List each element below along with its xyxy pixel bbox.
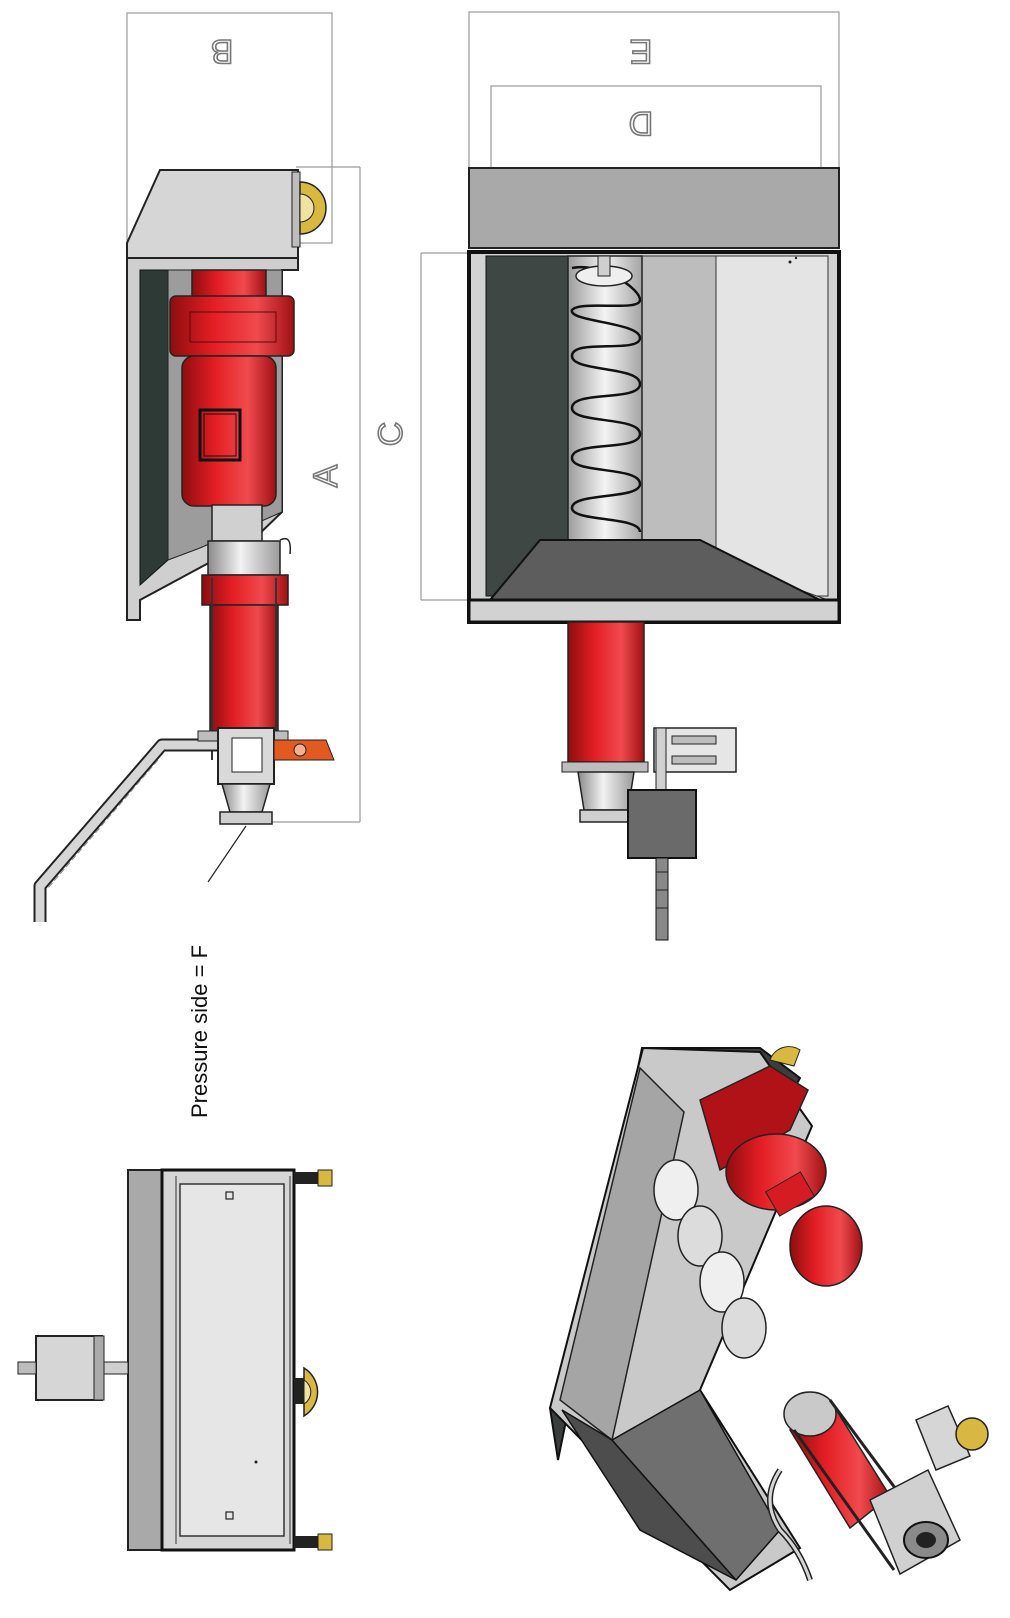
dimension-c-label: C [372,422,410,447]
iso-motor [699,1046,863,1287]
pump-stator-side [201,574,289,760]
top-view: E D C [371,11,841,941]
end-plate [126,169,327,259]
dimension-d-label: D [629,104,654,142]
mounting-feet [294,1169,333,1551]
pressure-side-annotation: Pressure side = F [187,945,212,1118]
shaft-coupling [207,504,292,576]
dimension-a-label: A [307,464,345,487]
dimension-b-label: B [211,32,234,70]
sensor-assembly [627,727,737,941]
dimension-d: D [490,85,822,249]
side-view: B A [33,12,361,1118]
bypass-pipe [33,738,222,922]
dimension-a: A [250,166,361,823]
iso-auger [653,1159,767,1359]
auger-screw [567,255,643,547]
hopper-top [467,250,841,624]
end-view-sensor [17,1335,129,1401]
isometric-view [548,1046,989,1592]
dimension-c: C [371,252,490,601]
end-view [17,1168,333,1552]
outlet-housing-side [197,727,335,883]
iso-pump-tube [767,1391,989,1581]
drive-motor [169,269,295,507]
dimension-e-label: E [630,32,653,70]
top-end-plate [468,167,840,249]
